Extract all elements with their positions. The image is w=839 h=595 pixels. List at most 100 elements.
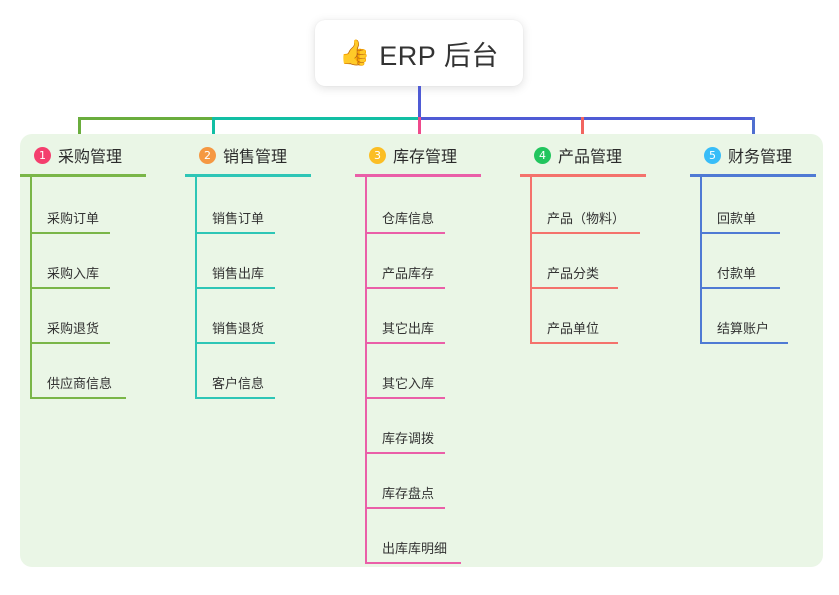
leaf-item[interactable]: 产品单位	[530, 320, 618, 344]
leaf-item[interactable]: 产品分类	[530, 265, 618, 289]
leaf-item-label: 销售退货	[212, 321, 265, 336]
leaf-spine-finance	[700, 177, 702, 344]
leaf-item[interactable]: 产品（物料）	[530, 210, 640, 234]
branch-column-sales: 2 销售管理销售订单销售出库销售退货客户信息	[185, 142, 311, 430]
branch-title-purchase: 采购管理	[58, 149, 123, 166]
leaf-item-underline	[365, 562, 461, 564]
leaf-item[interactable]: 销售订单	[195, 210, 275, 234]
leaf-item[interactable]: 客户信息	[195, 375, 275, 399]
branch-header-purchase[interactable]: 1 采购管理	[20, 142, 146, 168]
leaf-item-underline	[365, 232, 445, 234]
root-title: ERP 后台	[379, 40, 499, 71]
leaf-item-label: 产品单位	[547, 321, 600, 336]
leaf-item[interactable]: 采购入库	[30, 265, 110, 289]
leaf-item-label: 销售出库	[212, 266, 265, 281]
branch-number-badge: 1	[34, 146, 51, 164]
leaf-item-underline	[365, 397, 445, 399]
root-trunk-line	[418, 86, 421, 119]
root-node[interactable]: 👍 ERP 后台	[315, 20, 523, 86]
leaf-item[interactable]: 库存调拨	[365, 430, 445, 454]
leaf-item-underline	[530, 287, 618, 289]
branch-column-inventory: 3 库存管理仓库信息产品库存其它出库其它入库库存调拨库存盘点出库库明细	[355, 142, 481, 595]
leaf-item-label: 结算账户	[717, 321, 770, 336]
leaf-item[interactable]: 库存盘点	[365, 485, 445, 509]
leaf-item-underline	[365, 507, 445, 509]
leaf-item[interactable]: 采购订单	[30, 210, 110, 234]
leaf-item[interactable]: 回款单	[700, 210, 780, 234]
branch-underline-product	[520, 174, 646, 177]
branch-title-inventory: 库存管理	[393, 149, 458, 166]
branch-column-finance: 5 财务管理回款单付款单结算账户	[690, 142, 816, 375]
leaf-item-underline	[30, 232, 110, 234]
branch-title-sales: 销售管理	[223, 149, 288, 166]
leaf-item[interactable]: 其它入库	[365, 375, 445, 399]
branch-title-finance: 财务管理	[728, 149, 793, 166]
leaf-item[interactable]: 供应商信息	[30, 375, 126, 399]
leaf-item-label: 产品分类	[547, 266, 600, 281]
leaf-item[interactable]: 其它出库	[365, 320, 445, 344]
leaf-item[interactable]: 采购退货	[30, 320, 110, 344]
leaf-item-underline	[700, 287, 780, 289]
leaf-list-finance: 回款单付款单结算账户	[690, 177, 816, 375]
segment-teal	[212, 117, 418, 120]
leaf-item-underline	[700, 342, 788, 344]
leaf-item-underline	[195, 397, 275, 399]
branch-underline-finance	[690, 174, 816, 177]
leaf-item-underline	[365, 342, 445, 344]
leaf-item-underline	[365, 287, 445, 289]
thumbs-up-icon: 👍	[339, 38, 371, 67]
leaf-item-label: 产品（物料）	[547, 211, 626, 226]
branch-number-badge: 5	[704, 146, 721, 164]
leaf-item[interactable]: 出库库明细	[365, 540, 461, 564]
leaf-spine-product	[530, 177, 532, 344]
leaf-spine-inventory	[365, 177, 367, 564]
leaf-item[interactable]: 结算账户	[700, 320, 788, 344]
leaf-item[interactable]: 付款单	[700, 265, 780, 289]
branch-header-finance[interactable]: 5 财务管理	[690, 142, 816, 168]
leaf-item-underline	[30, 342, 110, 344]
leaf-item[interactable]: 销售退货	[195, 320, 275, 344]
segment-green	[78, 117, 212, 120]
branch-header-inventory[interactable]: 3 库存管理	[355, 142, 481, 168]
leaf-item-underline	[30, 287, 110, 289]
branch-number-badge: 4	[534, 146, 551, 164]
leaf-item-label: 库存盘点	[382, 486, 435, 501]
leaf-item-underline	[30, 397, 126, 399]
branch-underline-inventory	[355, 174, 481, 177]
segment-blue	[418, 117, 755, 120]
leaf-item-label: 回款单	[717, 211, 757, 226]
leaf-list-sales: 销售订单销售出库销售退货客户信息	[185, 177, 311, 430]
leaf-item-label: 销售订单	[212, 211, 265, 226]
branch-header-sales[interactable]: 2 销售管理	[185, 142, 311, 168]
leaf-item-label: 客户信息	[212, 376, 265, 391]
branch-header-product[interactable]: 4 产品管理	[520, 142, 646, 168]
leaf-item-underline	[195, 287, 275, 289]
leaf-item-label: 出库库明细	[382, 541, 448, 556]
leaf-item-label: 其它入库	[382, 376, 435, 391]
branch-number-badge: 2	[199, 146, 216, 164]
leaf-item-underline	[195, 342, 275, 344]
leaf-item-label: 其它出库	[382, 321, 435, 336]
leaf-item-label: 采购退货	[47, 321, 100, 336]
branch-number-badge: 3	[369, 146, 386, 164]
branch-underline-purchase	[20, 174, 146, 177]
branch-title-product: 产品管理	[558, 149, 623, 166]
leaf-item-label: 付款单	[717, 266, 757, 281]
leaf-item-underline	[195, 232, 275, 234]
leaf-item-label: 供应商信息	[47, 376, 113, 391]
branch-underline-sales	[185, 174, 311, 177]
leaf-list-purchase: 采购订单采购入库采购退货供应商信息	[20, 177, 146, 430]
leaf-item-label: 采购入库	[47, 266, 100, 281]
leaf-item-underline	[700, 232, 780, 234]
leaf-item[interactable]: 产品库存	[365, 265, 445, 289]
leaf-item[interactable]: 销售出库	[195, 265, 275, 289]
branch-column-purchase: 1 采购管理采购订单采购入库采购退货供应商信息	[20, 142, 146, 430]
leaf-item-label: 仓库信息	[382, 211, 435, 226]
leaf-item-label: 产品库存	[382, 266, 435, 281]
leaf-item-underline	[365, 452, 445, 454]
leaf-item[interactable]: 仓库信息	[365, 210, 445, 234]
leaf-list-product: 产品（物料） 产品分类产品单位	[520, 177, 646, 375]
leaf-item-underline	[530, 342, 618, 344]
leaf-item-underline	[530, 232, 640, 234]
leaf-item-label: 库存调拨	[382, 431, 435, 446]
